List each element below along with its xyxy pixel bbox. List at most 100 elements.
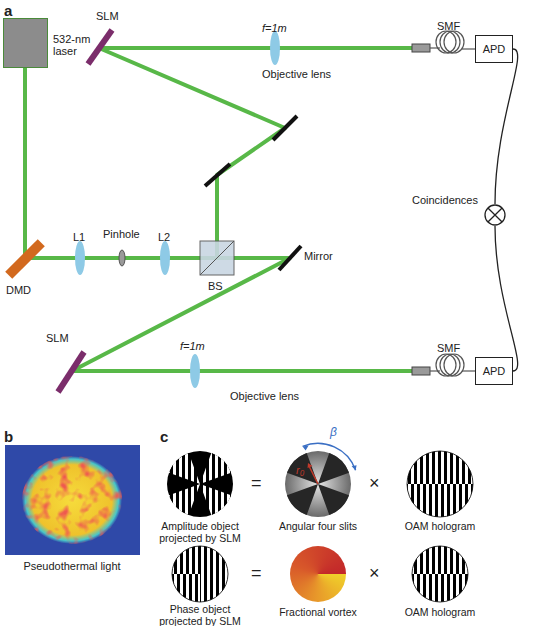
- beta-arrowheads: [303, 445, 357, 470]
- beam: [72, 258, 412, 371]
- fiber-coil: [436, 31, 456, 53]
- panel-letter: a: [4, 2, 12, 19]
- hologram-rim: [407, 451, 473, 517]
- fiber-coil: [440, 31, 460, 53]
- panel-caption: Amplitude object projected by SLM: [150, 520, 250, 544]
- lens: [270, 31, 280, 65]
- part-name: DMD: [6, 284, 31, 296]
- fiber-coil: [444, 31, 464, 53]
- part-name: SMF: [437, 342, 460, 354]
- speckle-spot: [22, 456, 122, 544]
- angular-slits: [287, 453, 349, 515]
- focal-length: f=1m: [262, 22, 287, 34]
- grating-bottom: [405, 484, 475, 518]
- equals-sign: =: [251, 473, 262, 493]
- node-label: APD: [476, 43, 512, 55]
- panel-caption: Fractional vortex: [268, 606, 368, 618]
- dmd-mirror: [5, 239, 45, 279]
- laser-beams: [25, 48, 412, 371]
- panel-letter: c: [160, 428, 168, 445]
- lens: [190, 354, 200, 388]
- times-sign: ×: [369, 473, 380, 493]
- grating-shifted: [170, 574, 200, 604]
- part-name: Mirror: [304, 250, 333, 262]
- beam: [25, 68, 217, 258]
- slm-panel: [58, 352, 84, 392]
- striped-slits: [169, 453, 231, 515]
- node-label: 532-nm laser: [53, 33, 97, 57]
- beam-splitter-diagonal: [200, 241, 234, 275]
- oam-hologram: [405, 450, 475, 518]
- hologram-rim: [412, 546, 468, 602]
- fiber: [430, 47, 440, 48]
- radius-arrowhead: [308, 463, 313, 468]
- panel-caption: OAM hologram: [390, 520, 490, 532]
- signal-cable: [495, 226, 518, 371]
- part-name: Objective lens: [262, 68, 331, 80]
- image-caption: Pseudothermal light: [12, 560, 132, 572]
- fiber: [462, 370, 475, 371]
- mirror: [205, 164, 230, 186]
- pinhole: [119, 250, 125, 266]
- part-name: Objective lens: [230, 390, 299, 402]
- focal-length: f=1m: [180, 340, 205, 352]
- grating-bottom: [410, 574, 470, 604]
- speckle-background: [5, 445, 140, 555]
- fiber: [462, 48, 475, 49]
- grating-top: [405, 450, 475, 484]
- phase-object-rim: [172, 546, 228, 602]
- part-name: SLM: [96, 10, 119, 22]
- part-name: SLM: [46, 332, 69, 344]
- grating-top: [170, 545, 230, 574]
- node-label: APD: [476, 365, 512, 377]
- detector-box: APD: [475, 357, 513, 385]
- radius-symbol: r₀: [296, 464, 304, 476]
- panel-letter: b: [4, 428, 13, 445]
- single-mode-fiber: [412, 31, 475, 53]
- signal-cable: [495, 49, 518, 204]
- part-name: Pinhole: [103, 228, 140, 240]
- fiber-coil: [440, 354, 460, 376]
- lens: [75, 241, 85, 275]
- coincidence-counter: Coincidences: [484, 204, 506, 226]
- single-mode-fiber: [412, 354, 475, 376]
- amplitude-object-disk: [167, 451, 233, 517]
- detector-box: APD: [475, 35, 513, 63]
- panel-caption: Phase object projected by SLM: [150, 603, 250, 626]
- fiber-coil: [444, 354, 464, 376]
- part-name: L1: [73, 231, 85, 243]
- oam-hologram: [410, 545, 470, 604]
- panel-caption: OAM hologram: [390, 606, 490, 618]
- four-slit-disk: [285, 451, 351, 517]
- node-label: Coincidences: [412, 194, 478, 206]
- mirror: [273, 116, 297, 140]
- counter-outline: [484, 204, 506, 226]
- fiber-connector: [412, 367, 430, 375]
- part-name: L2: [158, 231, 170, 243]
- radius-arrow: [309, 466, 318, 484]
- equals-sign: =: [251, 563, 262, 583]
- fiber-coil: [436, 354, 456, 376]
- grating-bottom: [200, 574, 230, 604]
- counter-circle: [485, 205, 505, 225]
- fiber-connector: [412, 44, 430, 52]
- speckle-grains: [22, 456, 122, 544]
- phase-object: [170, 545, 230, 604]
- part-name: SMF: [437, 20, 460, 32]
- beam: [99, 48, 412, 258]
- panel-caption: Angular four slits: [268, 520, 368, 532]
- laser-source: 532-nm laser: [3, 18, 48, 68]
- beta-arc: [303, 443, 356, 470]
- lens: [160, 241, 170, 275]
- fractional-vortex-phase: [290, 546, 346, 602]
- fiber: [430, 370, 440, 371]
- mirror: [279, 246, 301, 270]
- beam-splitter: [200, 241, 234, 275]
- slm-panel: [88, 30, 112, 64]
- grating-top: [410, 545, 470, 574]
- multiply-cross: [488, 208, 502, 222]
- times-sign: ×: [369, 563, 380, 583]
